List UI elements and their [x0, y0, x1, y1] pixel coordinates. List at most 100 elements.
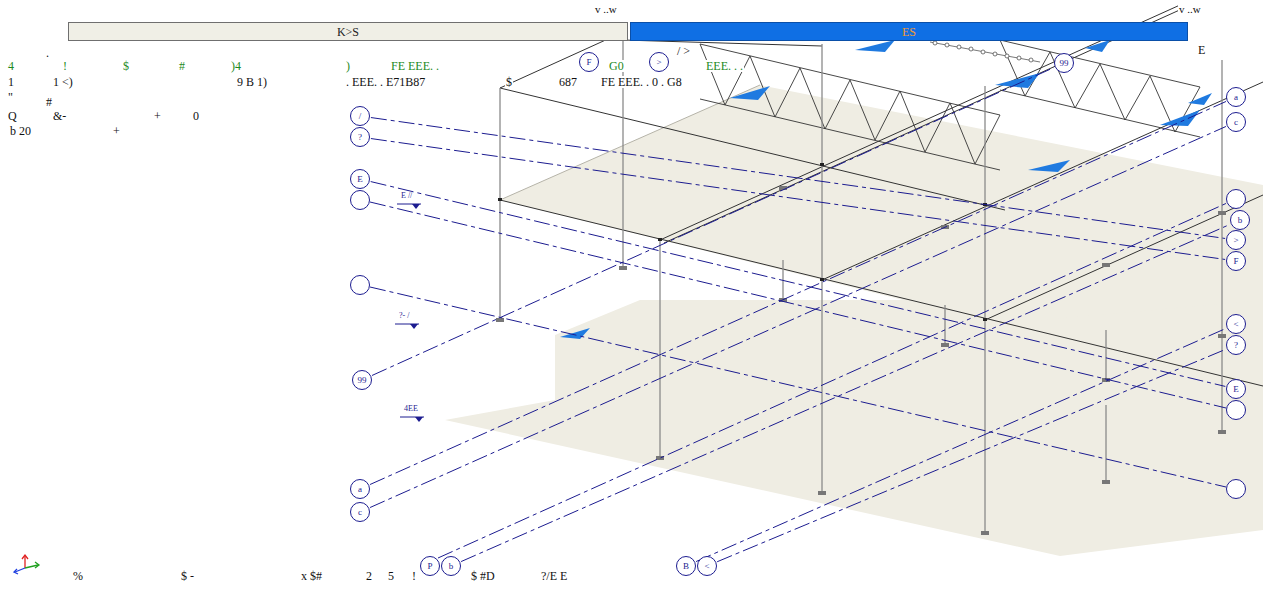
tab-label: K>S: [337, 26, 359, 38]
grid-bubble: c: [1226, 112, 1246, 132]
screen-text: +: [112, 125, 121, 137]
grid-line: [371, 182, 1226, 387]
screen-text: !: [411, 570, 417, 582]
screen-text: $ -: [180, 570, 195, 582]
grid-label: 99: [1060, 59, 1069, 68]
screen-text: v ..w: [1178, 4, 1202, 15]
grid-label: b: [1238, 216, 1243, 225]
screen-text: 5: [387, 570, 395, 582]
grid-bubble: c: [350, 502, 370, 522]
grid-label: ?: [358, 133, 362, 142]
status-text: 4: [7, 60, 15, 72]
grid-line: [371, 139, 1225, 260]
screen-text: E: [1197, 44, 1206, 56]
grid-label: b: [449, 562, 454, 571]
grid-bubble: F: [1226, 251, 1246, 271]
column: [500, 38, 1222, 533]
status-text: #: [178, 60, 186, 72]
grid-line: [371, 118, 1225, 239]
level-marker: [395, 204, 424, 422]
grid-line: [696, 328, 1226, 561]
screen-text: %: [72, 570, 84, 582]
grid-label: >: [656, 58, 661, 67]
level-label: 4EE: [403, 405, 419, 413]
grid-label: 99: [358, 376, 367, 385]
grid-label: E: [357, 175, 363, 184]
grid-bubble: >: [649, 52, 669, 72]
screen-text: 1: [7, 76, 15, 88]
grid-label: P: [427, 562, 432, 571]
screen-text: . EEE. . E71B87: [345, 76, 426, 88]
grid-line: [370, 202, 1227, 558]
screen-text: ": [7, 91, 14, 103]
grid-label: F: [586, 58, 591, 67]
grid-bubble: <: [697, 556, 717, 576]
grid-label: c: [358, 508, 362, 517]
grid-label: a: [358, 485, 362, 494]
screen-text: 9 B 1): [236, 76, 268, 88]
grid-bubble: /: [350, 106, 370, 126]
grid-bubble: a: [350, 479, 370, 499]
load-arrow: [560, 40, 1212, 339]
grid-bubble: >: [1226, 230, 1246, 250]
status-text: )4: [230, 60, 242, 72]
screen-text: v ..w: [594, 4, 618, 15]
bracing-chain: [930, 41, 1040, 62]
grid-label: ?: [1234, 341, 1238, 350]
status-text: ): [345, 60, 351, 72]
status-text: EEE. . .: [705, 60, 744, 72]
axis-icon: [14, 555, 39, 574]
grid-bubble: a: [1226, 87, 1246, 107]
status-text: FE EEE. .: [390, 60, 440, 72]
grid-label: <: [704, 562, 709, 571]
grid-label: <: [1233, 320, 1238, 329]
screen-text: x $#: [300, 570, 323, 582]
grid-bubble: E: [350, 169, 370, 189]
screen-text: 1 <): [52, 76, 74, 88]
grid-bubble: 99: [352, 370, 372, 390]
grid-line: [461, 224, 1230, 561]
status-text: G0: [608, 60, 625, 72]
grid-bubble: ?: [1226, 335, 1246, 355]
grid-bubble: ?: [350, 127, 370, 147]
grid-line: [372, 68, 1054, 376]
empty-grid-bubble: [351, 190, 1246, 499]
grid-label: a: [1234, 93, 1238, 102]
grid-bubble: B: [676, 556, 696, 576]
grid-line: [370, 101, 1226, 484]
screen-text: &-: [52, 110, 67, 122]
grid-bubble: F: [579, 52, 599, 72]
truss: [700, 40, 1200, 170]
screen-text: +: [153, 110, 162, 122]
view-tab: ES: [630, 22, 1188, 41]
grid-label: E: [1233, 385, 1239, 394]
grid-label: /: [359, 112, 362, 121]
grid-bubble: E: [1226, 379, 1246, 399]
screen-text: $ #D: [470, 570, 496, 582]
screen-text: .: [45, 47, 50, 59]
screen-text: 0: [192, 110, 200, 122]
screen-text: #: [45, 96, 53, 108]
screen-text: Q: [7, 110, 18, 122]
grid-line: [717, 349, 1226, 562]
grid-label: >: [1233, 236, 1238, 245]
grid-bubble: b: [441, 556, 461, 576]
grid-label: c: [1234, 118, 1238, 127]
joint: [498, 163, 987, 321]
grid-bubble: 99: [1054, 53, 1074, 73]
screen-text: b 20: [9, 125, 32, 137]
screen-text: $: [505, 76, 513, 88]
grid-line: [370, 126, 1226, 507]
screen-text: / >: [676, 45, 691, 57]
status-text: !: [62, 60, 68, 72]
level-label: E //: [400, 192, 413, 200]
steel-beam: [500, 5, 1263, 386]
grid-bubble: <: [1226, 314, 1246, 334]
grid-label: F: [1233, 257, 1238, 266]
screen-text: 687: [558, 76, 578, 88]
screen-text: ?/E E: [540, 570, 568, 582]
